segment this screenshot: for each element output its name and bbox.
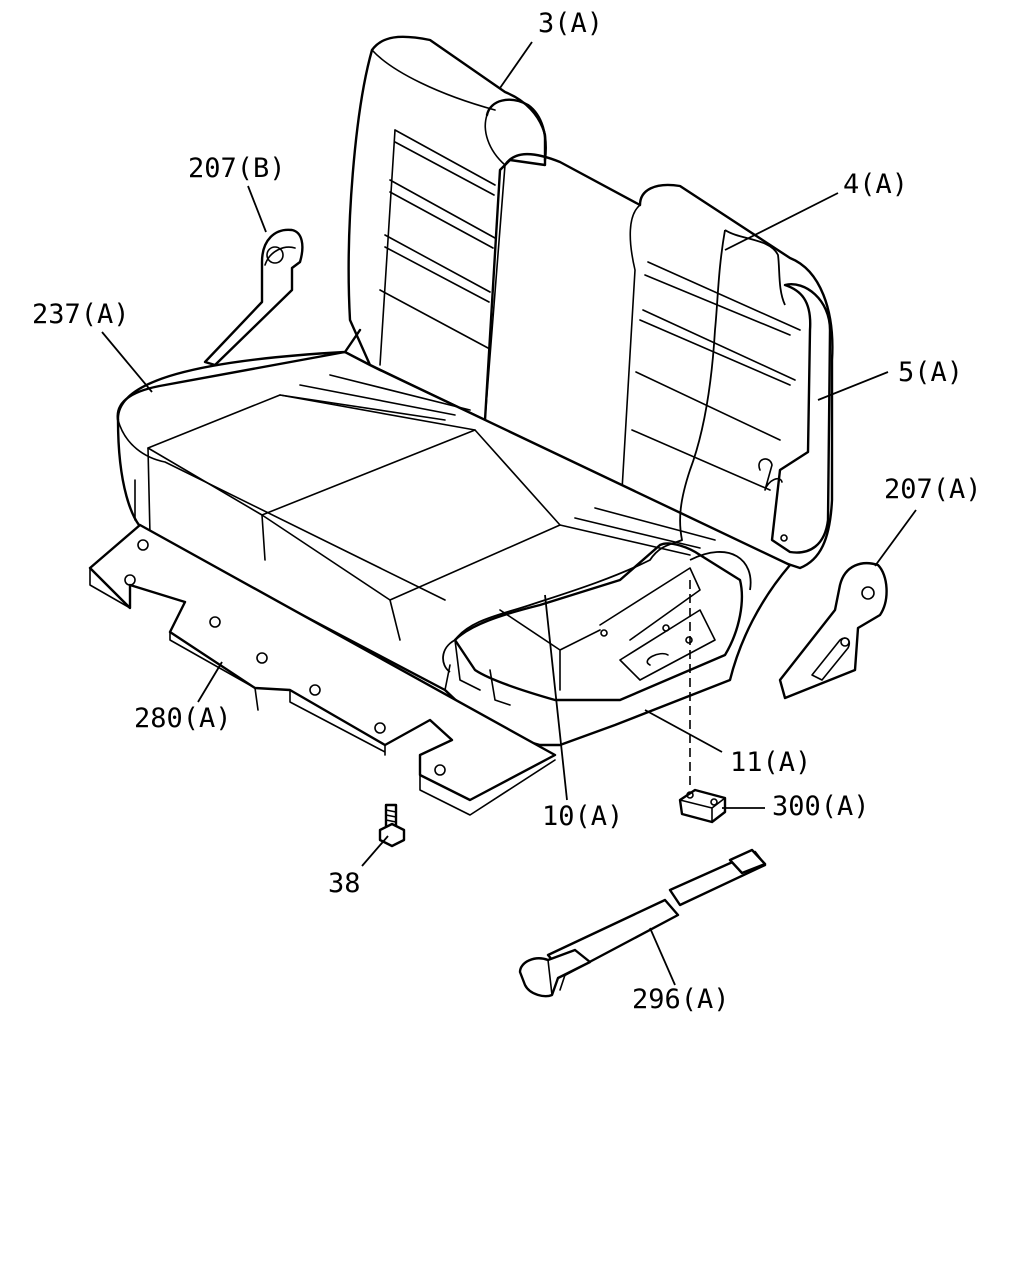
callout-labels: 3(A) 207(B) 4(A) 237(A) 5(A) 207(A) 280(… bbox=[32, 8, 982, 1015]
callout-5a: 5(A) bbox=[898, 357, 963, 388]
base-plate-280a bbox=[88, 523, 557, 816]
spacer-300a bbox=[678, 580, 727, 824]
seat-cushion bbox=[116, 328, 792, 747]
callout-11a: 11(A) bbox=[730, 747, 811, 778]
bolt-38 bbox=[378, 803, 406, 848]
callout-3a: 3(A) bbox=[538, 8, 603, 39]
callout-237a: 237(A) bbox=[32, 299, 130, 330]
callout-207a: 207(A) bbox=[884, 474, 982, 505]
bracket-207b bbox=[203, 228, 304, 367]
leader-lines bbox=[101, 41, 917, 986]
bracket-207a bbox=[778, 562, 888, 700]
seat-back-left bbox=[347, 35, 547, 422]
callout-4a: 4(A) bbox=[843, 169, 908, 200]
callout-280a: 280(A) bbox=[134, 703, 232, 734]
seat-frame bbox=[442, 229, 786, 706]
callout-207b: 207(B) bbox=[188, 153, 286, 184]
callout-38: 38 bbox=[328, 868, 361, 899]
callout-296a: 296(A) bbox=[632, 984, 730, 1015]
belt-296a bbox=[518, 848, 767, 998]
callout-10a: 10(A) bbox=[542, 801, 623, 832]
callout-300a: 300(A) bbox=[772, 791, 870, 822]
